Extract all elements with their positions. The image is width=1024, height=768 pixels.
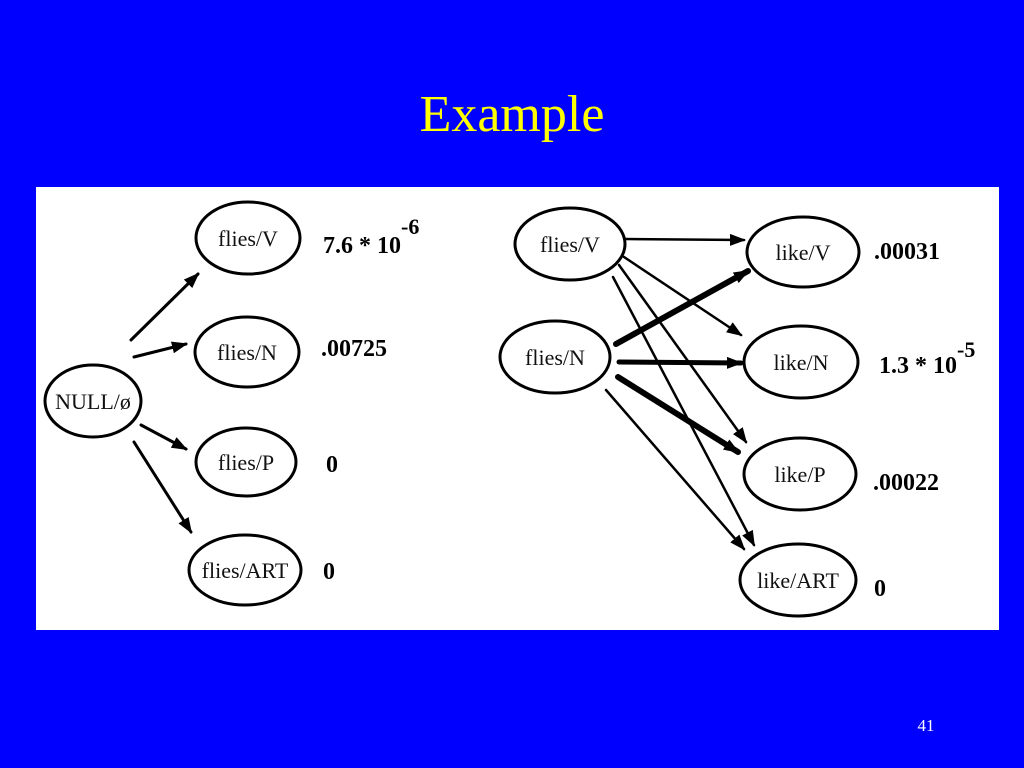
edge-flies-n-to-like-art [604,388,746,551]
node-like-n-label: like/N [774,350,829,375]
node-flies-v: flies/V [194,200,302,276]
node-like-p-label: like/P [774,462,825,487]
edge-null-to-flies-v [129,272,200,342]
node-flies-art: flies/ART [187,533,303,607]
left-edges [129,272,200,534]
node-src-flies-n: flies/N [498,319,612,395]
edge-flies-v-to-like-p [617,263,748,444]
page-number: 41 [917,716,935,735]
prob-like-n-exponent: -5 [957,337,975,362]
prob-like-art: 0 [874,576,886,602]
edge-flies-v-to-like-art [611,275,756,547]
node-src-flies-v-label: flies/V [540,232,600,257]
node-src-flies-v: flies/V [513,206,627,282]
prob-like-n-mantissa: 1.3 * 10 [879,353,957,379]
right-edges [604,233,756,551]
prob-flies-v-exponent: -6 [401,214,419,239]
node-flies-p: flies/P [194,426,298,498]
lattice-figure: NULL/ø flies/V flies/N flies/P flies/ART… [36,187,999,630]
edge-null-to-flies-p [139,423,188,451]
node-flies-v-label: flies/V [218,226,278,251]
edge-flies-v-to-like-v [624,233,746,246]
node-like-art: like/ART [738,542,858,618]
prob-flies-v: 7.6 * 10-6 [323,214,419,259]
prob-like-p: .00022 [873,470,939,496]
edge-flies-n-to-like-v [613,268,751,347]
node-flies-n-label: flies/N [217,340,277,365]
node-flies-p-label: flies/P [218,450,274,475]
prob-flies-art: 0 [323,559,335,585]
node-flies-n: flies/N [193,315,301,389]
node-like-art-label: like/ART [757,568,839,593]
node-flies-art-label: flies/ART [202,558,289,583]
edge-flies-n-to-like-p [615,374,741,455]
lattice-diagram: NULL/ø flies/V flies/N flies/P flies/ART… [43,200,975,618]
node-null: NULL/ø [43,363,143,439]
prob-flies-n: .00725 [321,336,387,362]
node-like-n: like/N [742,324,860,400]
prob-like-n: 1.3 * 10-5 [879,337,975,379]
edge-flies-n-to-like-n [616,356,744,369]
edge-null-to-flies-art [132,440,193,534]
slide-title: Example [419,86,605,143]
node-like-v-label: like/V [776,240,831,265]
edge-flies-v-to-like-n [622,255,743,337]
edge-null-to-flies-n [132,341,188,359]
prob-like-v: .00031 [874,239,940,265]
node-like-p: like/P [742,436,858,512]
prob-flies-p: 0 [326,452,338,478]
node-like-v: like/V [745,215,861,289]
node-src-flies-n-label: flies/N [525,345,585,370]
node-null-label: NULL/ø [55,389,131,414]
prob-flies-v-mantissa: 7.6 * 10 [323,233,401,259]
